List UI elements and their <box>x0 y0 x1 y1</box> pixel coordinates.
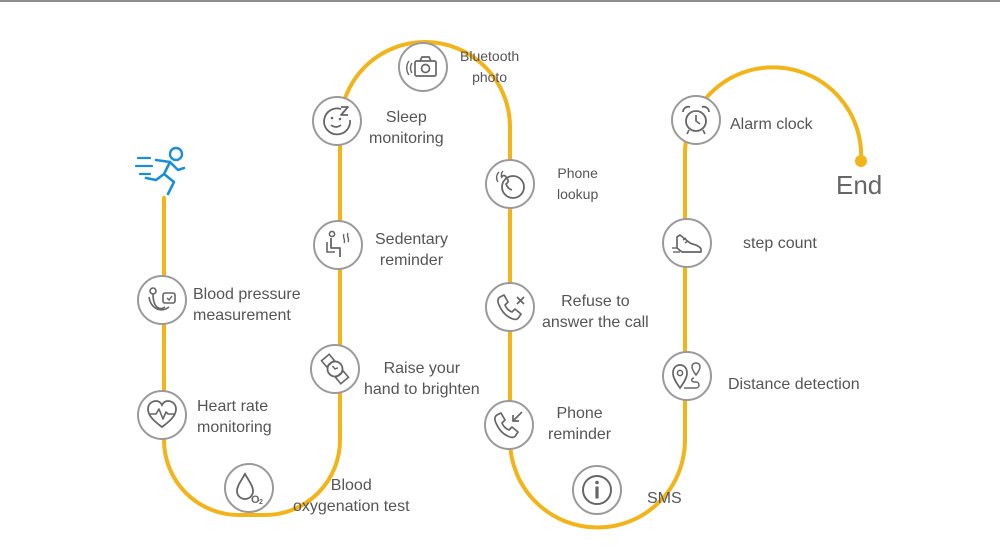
shoe-icon <box>672 234 702 253</box>
watch-icon <box>320 353 350 385</box>
step-bluetooth-photo <box>398 42 448 92</box>
step-step-count <box>662 218 712 268</box>
label-alarm: Alarm clock <box>730 116 813 133</box>
end-label: End <box>836 170 883 200</box>
end-dot <box>855 155 867 167</box>
label-step-count: step count <box>743 235 817 252</box>
info-icon <box>582 475 612 505</box>
runner-icon <box>134 146 186 196</box>
step-raise-hand <box>310 344 360 394</box>
svg-text:2: 2 <box>259 499 263 505</box>
step-sleep <box>312 96 362 146</box>
svg-text:O: O <box>251 494 260 505</box>
alarm-clock-icon <box>682 105 710 135</box>
phone-lookup-icon <box>495 170 525 199</box>
blood-oxygen-icon: O 2 <box>236 472 263 505</box>
camera-icon <box>406 56 437 77</box>
blood-pressure-icon <box>148 287 176 311</box>
step-heart-rate <box>137 390 187 440</box>
reject-call-icon <box>497 294 525 321</box>
top-divider <box>0 0 1000 2</box>
heart-rate-icon <box>147 400 177 429</box>
label-distance: Distance detection <box>728 376 860 393</box>
location-icon <box>672 362 701 390</box>
step-blood-pressure <box>137 275 187 325</box>
step-blood-oxygen: O 2 <box>224 463 274 513</box>
label-sms: SMS <box>647 490 682 507</box>
incoming-call-icon <box>494 411 523 439</box>
feature-path-line <box>162 40 864 530</box>
step-sedentary <box>313 220 363 270</box>
step-phone-lookup <box>485 159 535 209</box>
step-alarm <box>671 95 721 145</box>
step-distance <box>662 351 712 401</box>
step-sms <box>572 465 622 515</box>
sedentary-icon <box>326 230 350 257</box>
sleep-icon <box>323 106 351 136</box>
step-phone-reminder <box>484 400 534 450</box>
step-refuse-call <box>485 282 535 332</box>
